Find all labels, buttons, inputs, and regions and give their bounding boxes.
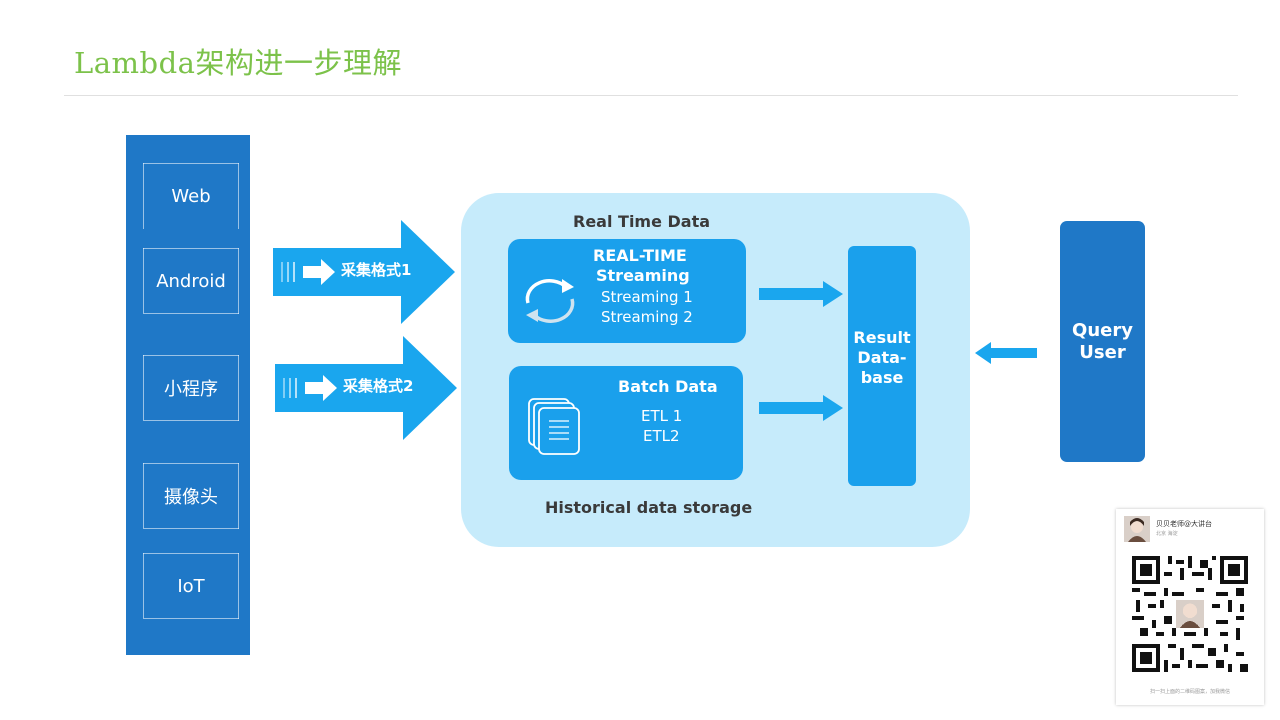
realtime-streaming-box: REAL-TIME Streaming Streaming 1 Streamin… <box>508 239 746 343</box>
slide-title: Lambda架构进一步理解 <box>74 46 402 80</box>
source-miniprogram: 小程序 <box>143 355 239 421</box>
data-sources-panel: Web Android 小程序 摄像头 IoT <box>126 135 250 655</box>
historical-storage-caption: Historical data storage <box>545 498 753 517</box>
result-line3: base <box>860 368 904 387</box>
query-line1: Query <box>1072 320 1133 341</box>
qr-code-icon <box>1132 556 1248 672</box>
query-line2: User <box>1079 342 1126 363</box>
query-to-result-arrow <box>975 342 1037 364</box>
result-database-box: Result Data- base <box>848 246 916 486</box>
batch-title: Batch Data <box>618 377 718 396</box>
title-divider <box>64 95 1238 96</box>
batch-item-1: ETL 1 <box>641 407 683 425</box>
batch-data-box: Batch Data ETL 1 ETL2 <box>509 366 743 480</box>
source-camera: 摄像头 <box>143 463 239 529</box>
source-camera-label: 摄像头 <box>164 487 218 508</box>
wechat-qr-card: 贝贝老师@大讲台 北京 海淀 扫一扫上面的二维码图案，加我微信 <box>1116 509 1264 705</box>
collect-arrow-2-label: 采集格式2 <box>343 377 414 395</box>
source-android: Android <box>143 248 239 314</box>
qr-scan-hint: 扫一扫上面的二维码图案，加我微信 <box>1149 689 1230 695</box>
source-web: Web <box>143 163 239 229</box>
profile-avatar-icon <box>1124 516 1150 542</box>
batch-to-result-arrow <box>759 395 843 421</box>
query-user-box: Query User <box>1060 221 1145 462</box>
collect-arrow-1: 采集格式1 <box>273 220 455 324</box>
source-iot: IoT <box>143 553 239 619</box>
result-line2: Data- <box>857 348 907 367</box>
realtime-title-line1: REAL-TIME <box>593 246 687 265</box>
collect-arrow-1-label: 采集格式1 <box>341 261 412 279</box>
real-time-data-caption: Real Time Data <box>573 212 711 231</box>
source-web-label: Web <box>171 185 211 207</box>
stream-to-result-arrow <box>759 281 843 307</box>
collect-arrow-2-shape <box>275 336 457 440</box>
source-android-label: Android <box>156 270 226 292</box>
batch-item-2: ETL2 <box>643 427 680 445</box>
source-miniprogram-label: 小程序 <box>164 379 218 400</box>
collect-arrow-1-shape <box>273 220 455 324</box>
qr-profile-name: 贝贝老师@大讲台 <box>1156 520 1212 528</box>
collect-arrow-2: 采集格式2 <box>275 336 457 440</box>
result-line1: Result <box>853 328 911 347</box>
source-iot-label: IoT <box>177 575 205 597</box>
refresh-cycle-icon <box>525 279 575 323</box>
realtime-item-2: Streaming 2 <box>601 308 693 326</box>
realtime-item-1: Streaming 1 <box>601 288 693 306</box>
realtime-title-line2: Streaming <box>596 266 690 285</box>
document-stack-icon <box>528 398 580 455</box>
qr-profile-location: 北京 海淀 <box>1156 531 1178 537</box>
